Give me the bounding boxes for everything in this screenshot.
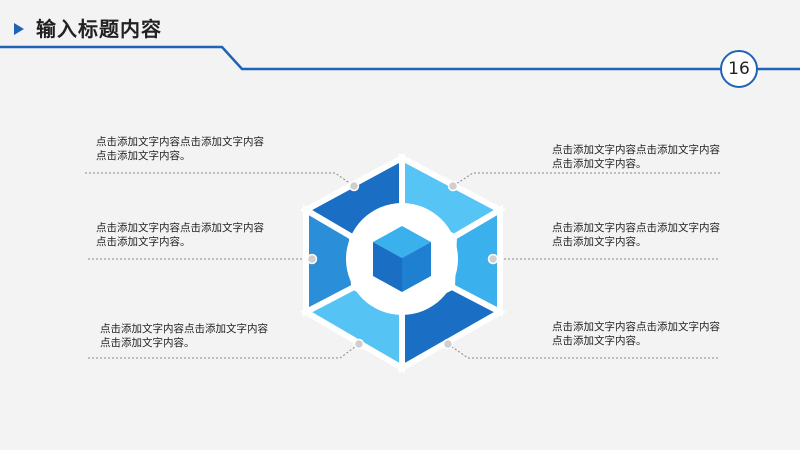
hexagon-segment-left (303, 204, 358, 317)
connector-dot (447, 180, 459, 192)
text-block-middle-right[interactable]: 点击添加文字内容点击添加文字内容点击添加文字内容。 (552, 222, 720, 248)
connector-dot (353, 338, 365, 350)
connector-dot (348, 180, 360, 192)
connector-line (452, 172, 720, 187)
connector-dot (306, 253, 318, 265)
hexagon-segment-right (448, 204, 503, 317)
connector-line (85, 172, 355, 187)
text-block-bottom-left[interactable]: 点击添加文字内容点击添加文字内容点击添加文字内容。 (100, 323, 268, 349)
page-title: 输入标题内容 (36, 17, 162, 41)
hexagon-segment-top-right (399, 153, 507, 241)
text-block-middle-left[interactable]: 点击添加文字内容点击添加文字内容点击添加文字内容。 (96, 222, 264, 248)
inner-ring (346, 203, 458, 315)
text-block-top-right[interactable]: 点击添加文字内容点击添加文字内容点击添加文字内容。 (552, 144, 720, 170)
hexagon-segment-top-left (299, 152, 405, 241)
hexagon-segment-bottom-right (399, 283, 507, 374)
inner-cube (373, 226, 431, 292)
text-block-bottom-right[interactable]: 点击添加文字内容点击添加文字内容点击添加文字内容。 (552, 321, 720, 347)
title-marker-icon (14, 23, 24, 35)
connector-dot (442, 338, 454, 350)
text-block-top-left[interactable]: 点击添加文字内容点击添加文字内容点击添加文字内容。 (96, 136, 264, 162)
hexagon-segment-bottom-left (299, 283, 405, 374)
connector-dot (487, 253, 499, 265)
page-number-badge: 16 (720, 50, 758, 88)
